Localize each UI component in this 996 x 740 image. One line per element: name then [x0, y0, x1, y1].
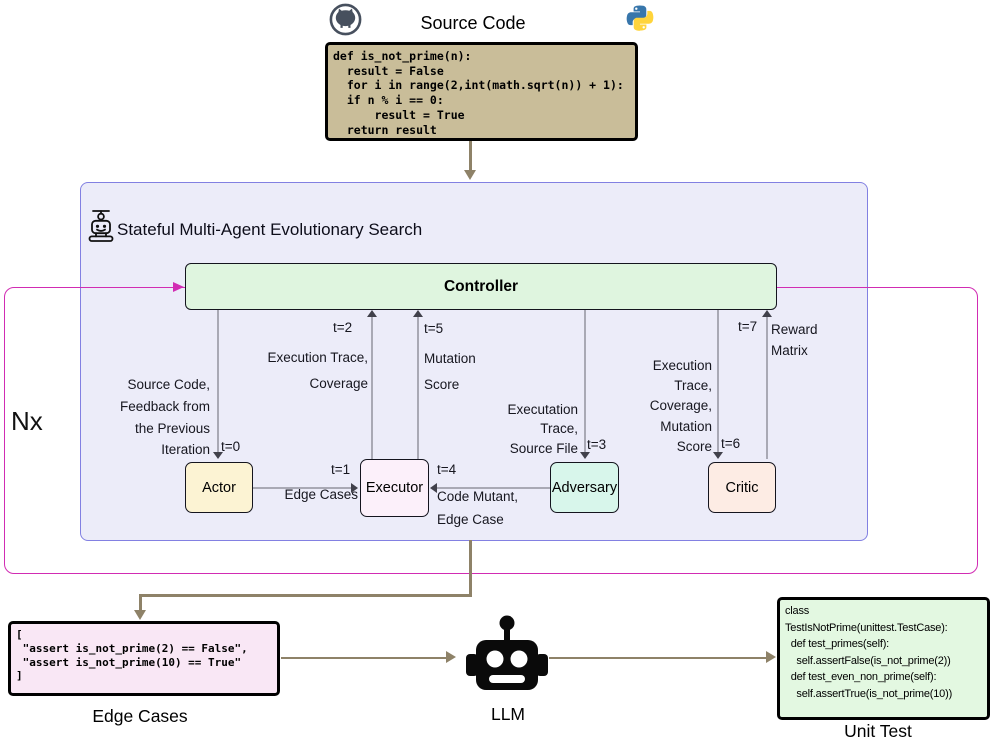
code-line: self.assertFalse(is_not_prime(2)): [785, 654, 951, 667]
arrowhead-right-icon: [446, 650, 456, 663]
arrowhead-right-icon: [351, 483, 358, 493]
edge-t2-line: [371, 317, 373, 459]
arrow-panel-to-edgecases: [139, 594, 472, 597]
executor-box: Executor: [360, 459, 429, 517]
code-line: class: [785, 605, 810, 617]
edge-t0-line: [217, 310, 219, 456]
code-line: if n % i == 0:: [333, 93, 444, 108]
code-line: ]: [16, 669, 23, 683]
arrowhead-down-icon: [713, 452, 723, 459]
arrowhead-up-icon: [413, 310, 423, 317]
llm-label: LLM: [490, 704, 526, 724]
edge-label-t2: Execution Trace, Coverage: [267, 350, 368, 391]
arrow-source-to-panel: [469, 141, 472, 172]
edge-label-t7: Reward Matrix: [771, 322, 818, 358]
controller-box: Controller: [185, 263, 777, 310]
code-line: self.assertTrue(is_not_prime(10)): [785, 687, 953, 700]
edge-cases-box: [ "assert is_not_prime(2) == False", "as…: [8, 621, 280, 696]
nx-loop-label: Nx: [11, 406, 43, 436]
edge-label-t1: Edge Cases: [284, 487, 358, 502]
page-title: Source Code: [420, 13, 526, 33]
arrowhead-up-icon: [367, 310, 377, 317]
source-code-box: def is_not_prime(n): result = False for …: [325, 42, 638, 141]
code-line: result = True: [333, 107, 465, 122]
code-line: for i in range(2,int(math.sqrt(n)) + 1):: [333, 78, 624, 93]
edge-tag-t6: t=6: [721, 436, 741, 451]
arrowhead-right-icon: [766, 650, 776, 663]
robot-outline-icon: [88, 210, 114, 242]
edge-tag-t3: t=3: [587, 437, 607, 452]
edge-t6-line: [717, 310, 719, 456]
edge-tag-t1: t=1: [331, 462, 351, 477]
code-line: [: [16, 628, 23, 641]
critic-box: Critic: [708, 462, 776, 513]
github-icon: [329, 3, 362, 36]
unit-test-box: class TestIsNotPrime(unittest.TestCase):…: [777, 597, 990, 720]
edge-tag-t5: t=5: [424, 321, 444, 336]
edge-t7-line: [766, 317, 768, 459]
edge-t3-line: [584, 310, 586, 456]
arrowhead-down-icon: [464, 170, 476, 180]
arrow-panel-to-edgecases: [469, 540, 472, 596]
adversary-box: Adversary: [550, 462, 619, 513]
edge-tag-t4: t=4: [437, 462, 457, 477]
arrow-panel-to-edgecases: [139, 594, 142, 612]
code-line: def is_not_prime(n):: [333, 49, 472, 63]
arrow-llm-to-unittest: [549, 656, 768, 659]
edge-label-t5: Mutation Score: [424, 351, 476, 392]
robot-head-icon: [466, 615, 548, 690]
code-line: def test_even_non_prime(self):: [785, 671, 937, 683]
edge-label-t6: Execution Trace, Coverage, Mutation Scor…: [649, 358, 712, 454]
edge-cases-label: Edge Cases: [92, 706, 188, 726]
edge-t4-line: [437, 487, 550, 489]
actor-box: Actor: [185, 462, 253, 513]
arrow-edgecases-to-llm: [281, 656, 448, 659]
edge-label-t4: Code Mutant, Edge Case: [437, 489, 519, 527]
unit-test-label: Unit Test: [844, 721, 912, 740]
arrowhead-up-icon: [762, 310, 772, 317]
edge-t1-line: [253, 487, 351, 489]
code-line: result = False: [333, 63, 444, 78]
code-line: def test_primes(self):: [785, 638, 890, 650]
arrowhead-down-icon: [134, 610, 146, 620]
edge-t5-line: [417, 317, 419, 459]
edge-label-t0: Source Code, Feedback from the Previous …: [119, 377, 210, 458]
arrowhead-left-icon: [430, 483, 437, 493]
arrowhead-right-icon: [173, 281, 184, 292]
edge-tag-t7: t=7: [738, 319, 758, 334]
code-line: TestIsNotPrime(unittest.TestCase):: [785, 621, 948, 634]
python-icon: [626, 5, 654, 31]
code-line: return result: [333, 122, 437, 137]
code-line: "assert is_not_prime(2) == False",: [16, 641, 248, 655]
edge-tag-t0: t=0: [221, 439, 241, 454]
edge-label-t3: Executation Trace, Source File: [507, 402, 578, 456]
arrowhead-down-icon: [213, 452, 223, 459]
arrowhead-down-icon: [580, 452, 590, 459]
panel-title: Stateful Multi-Agent Evolutionary Search: [117, 220, 423, 239]
code-line: "assert is_not_prime(10) == True": [16, 655, 242, 669]
edge-tag-t2: t=2: [333, 320, 353, 335]
